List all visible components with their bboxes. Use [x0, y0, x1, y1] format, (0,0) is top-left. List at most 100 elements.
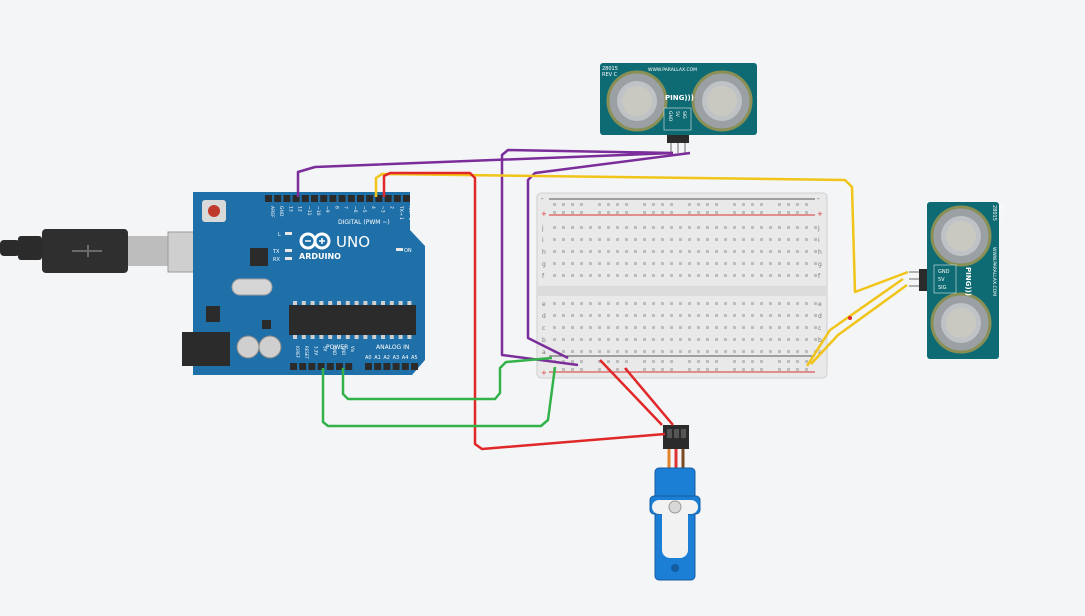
breadboard-hole[interactable]	[616, 314, 619, 317]
breadboard-hole[interactable]	[598, 302, 601, 305]
breadboard-hole[interactable]	[670, 368, 673, 371]
breadboard-hole[interactable]	[805, 360, 808, 363]
breadboard-hole[interactable]	[598, 211, 601, 214]
breadboard-hole[interactable]	[643, 226, 646, 229]
breadboard-hole[interactable]	[643, 274, 646, 277]
breadboard-hole[interactable]	[580, 302, 583, 305]
breadboard-hole[interactable]	[616, 274, 619, 277]
breadboard-hole[interactable]	[787, 302, 790, 305]
breadboard-hole[interactable]	[643, 262, 646, 265]
breadboard-hole[interactable]	[562, 368, 565, 371]
breadboard-hole[interactable]	[616, 326, 619, 329]
breadboard-hole[interactable]	[607, 262, 610, 265]
breadboard-hole[interactable]	[688, 250, 691, 253]
breadboard-hole[interactable]	[616, 262, 619, 265]
breadboard-hole[interactable]	[580, 314, 583, 317]
breadboard-hole[interactable]	[697, 338, 700, 341]
breadboard-hole[interactable]	[571, 350, 574, 353]
breadboard-hole[interactable]	[769, 238, 772, 241]
breadboard-hole[interactable]	[796, 211, 799, 214]
header-pin[interactable]	[374, 363, 382, 370]
breadboard-hole[interactable]	[706, 368, 709, 371]
usb-cable[interactable]	[0, 229, 227, 273]
breadboard-hole[interactable]	[562, 350, 565, 353]
breadboard-hole[interactable]	[616, 368, 619, 371]
breadboard-hole[interactable]	[814, 338, 817, 341]
breadboard-hole[interactable]	[670, 338, 673, 341]
breadboard-hole[interactable]	[742, 274, 745, 277]
header-pin[interactable]	[292, 195, 300, 202]
breadboard-hole[interactable]	[661, 326, 664, 329]
breadboard-hole[interactable]	[787, 338, 790, 341]
breadboard-hole[interactable]	[706, 226, 709, 229]
breadboard-hole[interactable]	[706, 326, 709, 329]
breadboard-hole[interactable]	[715, 360, 718, 363]
breadboard-hole[interactable]	[607, 338, 610, 341]
breadboard-hole[interactable]	[589, 226, 592, 229]
breadboard-hole[interactable]	[733, 338, 736, 341]
breadboard-hole[interactable]	[715, 314, 718, 317]
header-pin[interactable]	[311, 195, 318, 202]
breadboard-hole[interactable]	[580, 211, 583, 214]
breadboard-hole[interactable]	[778, 203, 781, 206]
breadboard-hole[interactable]	[760, 274, 763, 277]
breadboard-hole[interactable]	[643, 360, 646, 363]
breadboard-hole[interactable]	[760, 250, 763, 253]
breadboard-hole[interactable]	[697, 274, 700, 277]
breadboard-hole[interactable]	[715, 274, 718, 277]
header-pin[interactable]	[336, 363, 343, 370]
breadboard-hole[interactable]	[733, 238, 736, 241]
breadboard-hole[interactable]	[760, 262, 763, 265]
breadboard-hole[interactable]	[607, 326, 610, 329]
breadboard-hole[interactable]	[625, 226, 628, 229]
breadboard-hole[interactable]	[688, 203, 691, 206]
breadboard-hole[interactable]	[706, 360, 709, 363]
breadboard-hole[interactable]	[679, 226, 682, 229]
breadboard-hole[interactable]	[688, 238, 691, 241]
breadboard-hole[interactable]	[616, 211, 619, 214]
breadboard-hole[interactable]	[634, 226, 637, 229]
breadboard-hole[interactable]	[796, 338, 799, 341]
breadboard-hole[interactable]	[724, 226, 727, 229]
breadboard-hole[interactable]	[679, 350, 682, 353]
breadboard-hole[interactable]	[742, 203, 745, 206]
breadboard-hole[interactable]	[787, 250, 790, 253]
ultrasonic-sensor-top[interactable]: 28015 REV C WWW.PARALLAX.COM PING))) GND…	[600, 63, 757, 153]
breadboard-hole[interactable]	[625, 250, 628, 253]
breadboard-hole[interactable]	[796, 250, 799, 253]
breadboard-hole[interactable]	[616, 302, 619, 305]
breadboard-hole[interactable]	[805, 226, 808, 229]
breadboard-hole[interactable]	[724, 238, 727, 241]
breadboard-hole[interactable]	[778, 350, 781, 353]
breadboard-hole[interactable]	[688, 262, 691, 265]
breadboard-hole[interactable]	[733, 368, 736, 371]
breadboard-hole[interactable]	[643, 211, 646, 214]
header-pin[interactable]	[320, 195, 328, 202]
breadboard-hole[interactable]	[706, 238, 709, 241]
breadboard-hole[interactable]	[571, 203, 574, 206]
breadboard-hole[interactable]	[589, 338, 592, 341]
breadboard-hole[interactable]	[814, 262, 817, 265]
breadboard-hole[interactable]	[787, 203, 790, 206]
breadboard-hole[interactable]	[562, 302, 565, 305]
breadboard-hole[interactable]	[733, 262, 736, 265]
breadboard-hole[interactable]	[742, 350, 745, 353]
breadboard-hole[interactable]	[652, 274, 655, 277]
breadboard-hole[interactable]	[751, 262, 754, 265]
breadboard-hole[interactable]	[787, 368, 790, 371]
breadboard-hole[interactable]	[553, 211, 556, 214]
breadboard-hole[interactable]	[751, 350, 754, 353]
breadboard-hole[interactable]	[643, 302, 646, 305]
breadboard-hole[interactable]	[760, 350, 763, 353]
breadboard-hole[interactable]	[562, 226, 565, 229]
header-pin[interactable]	[299, 363, 307, 370]
breadboard-hole[interactable]	[607, 360, 610, 363]
breadboard-hole[interactable]	[670, 211, 673, 214]
breadboard-hole[interactable]	[724, 350, 727, 353]
breadboard-hole[interactable]	[589, 238, 592, 241]
breadboard-hole[interactable]	[760, 368, 763, 371]
breadboard-hole[interactable]	[634, 238, 637, 241]
breadboard-hole[interactable]	[661, 360, 664, 363]
breadboard-hole[interactable]	[688, 274, 691, 277]
breadboard-hole[interactable]	[562, 238, 565, 241]
